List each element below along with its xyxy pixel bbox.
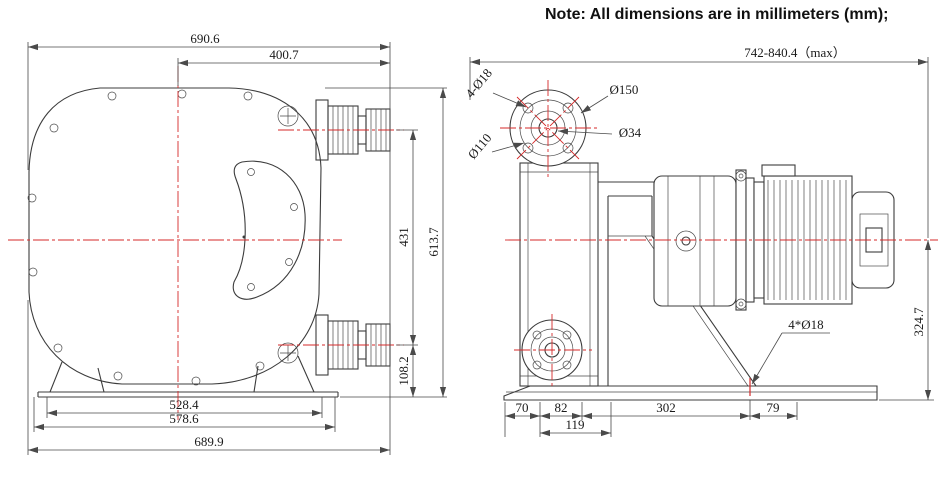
label-base-bolt-holes: 4*Ø18 [788,317,823,332]
dim-side-length-overall: 742-840.4（max） [744,45,845,60]
side-centerlines [500,80,938,396]
label-bolt-circle-diameter: Ø110 [465,130,495,161]
dim-front-width-overall: 690.6 [190,31,220,46]
drawing-note: Note: All dimensions are in millimeters … [545,6,889,23]
dim-front-base-overall: 689.9 [194,434,223,449]
port-bolts [277,105,299,364]
front-view: 690.6 400.7 431 108.2 613.7 528.4 578.6 … [8,31,447,455]
motor [753,164,895,305]
front-centerlines [8,66,404,420]
dim-side-base-302: 302 [656,400,676,415]
label-bore-diameter: Ø34 [619,125,642,140]
inner-cover-cutout [232,160,306,300]
dim-side-base-82: 82 [555,400,568,415]
dim-front-base-mid: 578.6 [169,411,199,426]
side-view: 742-840.4（max） 4-Ø18 Ø150 Ø110 Ø34 324.7… [462,45,938,437]
label-flange-bolt-holes: 4-Ø18 [462,66,495,101]
front-base-feet [37,355,339,398]
dim-side-base-70: 70 [516,400,529,415]
pump-housing [27,87,322,386]
base-frame [503,385,878,401]
housing-bolt-holes [27,89,265,386]
dim-front-width-to-port: 400.7 [269,47,299,62]
label-flange-diameter: Ø150 [610,82,639,97]
dim-side-base-119: 119 [565,417,584,432]
housing-outline [28,87,322,385]
gearbox [653,175,737,307]
dim-front-base-inner: 528.4 [169,397,199,412]
dim-side-base-79: 79 [767,400,780,415]
front-dimensions: 690.6 400.7 431 108.2 613.7 528.4 578.6 … [27,31,447,455]
dim-side-center-height: 324.7 [911,307,926,337]
dim-front-port-spacing: 431 [396,227,411,247]
dim-front-height-overall: 613.7 [426,227,441,257]
dim-front-port-to-base: 108.2 [396,356,411,385]
